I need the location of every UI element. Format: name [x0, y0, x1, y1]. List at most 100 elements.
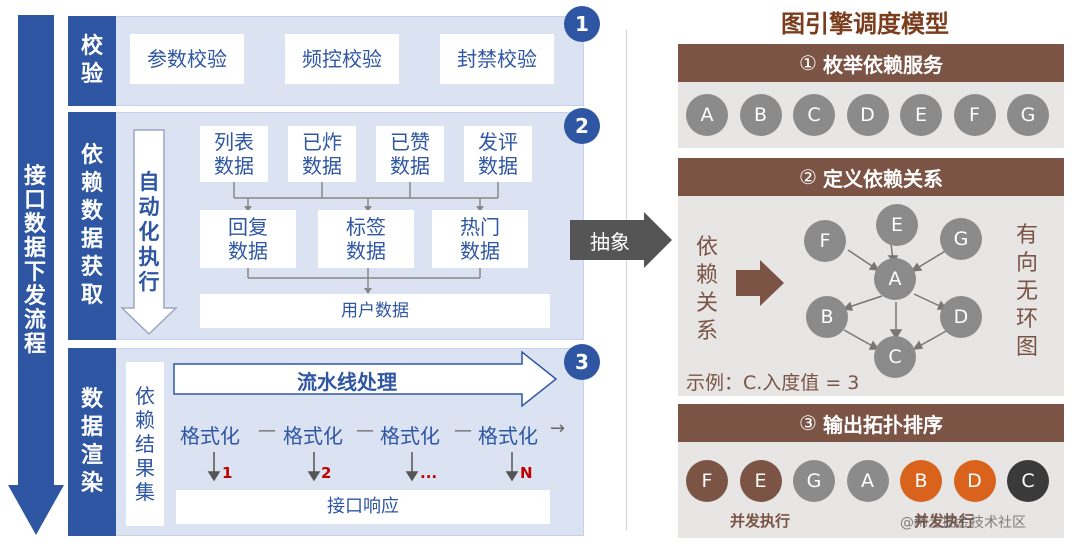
step-3-number: 3	[575, 350, 589, 374]
auto-exec-label: 自动化执行	[138, 170, 160, 294]
user-data-text: 用户数据	[341, 301, 409, 321]
topo-node-c: C	[1007, 460, 1049, 502]
example-text: 示例：C.入度值 = 3	[686, 368, 859, 395]
graph-engine-title: 图引擎调度模型	[760, 4, 970, 39]
format-step-3: 格式化	[380, 420, 440, 449]
ban-check-text: 封禁校验	[457, 47, 537, 71]
step3-label: 输出拓扑排序	[822, 412, 943, 437]
fetch-connectors	[233, 182, 499, 294]
parallel-text-2: 并发执行	[914, 512, 975, 530]
step1-num: ①	[799, 51, 817, 75]
tag-data-box: 标签 数据	[318, 210, 414, 268]
step-3-badge: 3	[564, 344, 600, 380]
step-1-number: 1	[575, 12, 589, 36]
vertical-divider	[626, 30, 627, 530]
list-data-box: 列表 数据	[200, 126, 268, 182]
api-response-box: 接口响应	[176, 490, 550, 524]
index-2-text: 2	[321, 464, 332, 482]
exploded-data-text: 已炸 数据	[302, 130, 342, 178]
step-2-badge: 2	[564, 108, 600, 144]
format-step-4: 格式化	[478, 420, 538, 449]
hot-data-box: 热门 数据	[432, 210, 528, 268]
abstract-label: 抽象	[590, 226, 630, 255]
parallel-text-1: 并发执行	[730, 512, 791, 530]
index-n-text: N	[520, 464, 533, 482]
reply-data-box: 回复 数据	[200, 210, 296, 268]
format-step-1: 格式化	[180, 420, 240, 449]
topo-node-d: D	[953, 460, 996, 502]
liked-data-text: 已赞 数据	[390, 130, 430, 178]
pipeline-label: 流水线处理	[297, 370, 397, 394]
flow-down-arrow	[8, 15, 64, 535]
step-2-number: 2	[575, 114, 589, 138]
tag-data-text: 标签 数据	[346, 215, 386, 263]
exploded-data-box: 已炸 数据	[288, 126, 356, 182]
dag-vertical-text: 有向无环图	[1014, 222, 1040, 362]
reply-data-text: 回复 数据	[228, 215, 268, 263]
param-validate-box: 参数校验	[130, 34, 244, 84]
step3-header: ③ 输出拓扑排序	[678, 404, 1064, 442]
topo-node-g: G	[793, 460, 835, 502]
watermark-text: @稀土掘金技术社区	[900, 515, 1026, 531]
list-data-text: 列表 数据	[214, 130, 254, 178]
dependency-text: 依赖关系	[695, 235, 718, 344]
fetch-label-text: 依赖数据获取	[80, 143, 103, 308]
hot-data-text: 热门 数据	[460, 215, 500, 263]
step2-num: ②	[799, 165, 817, 189]
service-node-c: C	[793, 94, 835, 136]
step3-num: ③	[799, 411, 817, 435]
service-node-f: F	[953, 94, 996, 136]
dag-node-d: D	[940, 296, 982, 338]
topo-node-a: A	[846, 460, 889, 502]
dag-node-c: C	[874, 336, 916, 378]
ban-check-box: 封禁校验	[440, 34, 554, 84]
step1-label: 枚举依赖服务	[822, 52, 943, 77]
format-step-1-text: 格式化	[180, 424, 240, 448]
rate-limit-text: 频控校验	[302, 47, 382, 71]
index-n: N	[520, 464, 533, 482]
topo-node-b: B	[900, 460, 942, 502]
index-1: 1	[222, 464, 232, 482]
format-sep-1: —	[258, 420, 276, 441]
auto-exec-text: 自动化执行	[136, 170, 162, 295]
abstract-label-text: 抽象	[590, 230, 630, 254]
topo-node-f: F	[686, 460, 728, 502]
api-response-text: 接口响应	[327, 496, 399, 517]
index-1-text: 1	[222, 464, 233, 482]
service-node-b: B	[739, 94, 782, 136]
pipeline-arrow	[173, 350, 558, 408]
dag-node-b: B	[806, 296, 848, 338]
dependency-arrow	[736, 260, 784, 306]
comment-data-text: 发评 数据	[478, 130, 518, 178]
param-validate-text: 参数校验	[147, 47, 227, 71]
format-sep-3: —	[454, 420, 472, 441]
example-label: 示例：C.入度值 = 3	[686, 372, 860, 394]
dag-node-e: E	[876, 204, 918, 246]
validate-label-text: 校验	[80, 34, 103, 87]
service-node-d: D	[846, 94, 889, 136]
dep-result-box: 依赖结果集	[126, 362, 164, 526]
format-sep-end: →	[550, 418, 566, 439]
flow-title: 接口数据下发流程	[20, 165, 50, 357]
dag-node-f: F	[804, 220, 846, 262]
dep-result-text: 依赖结果集	[135, 384, 155, 504]
render-label-text: 数据渲染	[80, 387, 103, 496]
render-label: 数据渲染	[68, 348, 116, 536]
index-2: 2	[321, 464, 331, 482]
step1-header: ① 枚举依赖服务	[678, 44, 1064, 82]
auto-exec-arrow	[120, 129, 178, 336]
step2-header: ② 定义依赖关系	[678, 158, 1064, 196]
graph-engine-title-text: 图引擎调度模型	[781, 10, 949, 38]
index-ellipsis: ...	[420, 464, 437, 482]
step-1-badge: 1	[564, 6, 600, 42]
service-node-e: E	[900, 94, 942, 136]
format-down-arrows	[207, 452, 519, 482]
liked-data-box: 已赞 数据	[376, 126, 444, 182]
format-step-2-text: 格式化	[283, 424, 343, 448]
dag-text: 有向无环图	[1015, 223, 1038, 360]
step2-label: 定义依赖关系	[822, 166, 943, 191]
format-step-3-text: 格式化	[380, 424, 440, 448]
flow-title-text: 接口数据下发流程	[23, 164, 46, 357]
topo-node-e: E	[739, 460, 782, 502]
fetch-label: 依赖数据获取	[68, 112, 116, 340]
